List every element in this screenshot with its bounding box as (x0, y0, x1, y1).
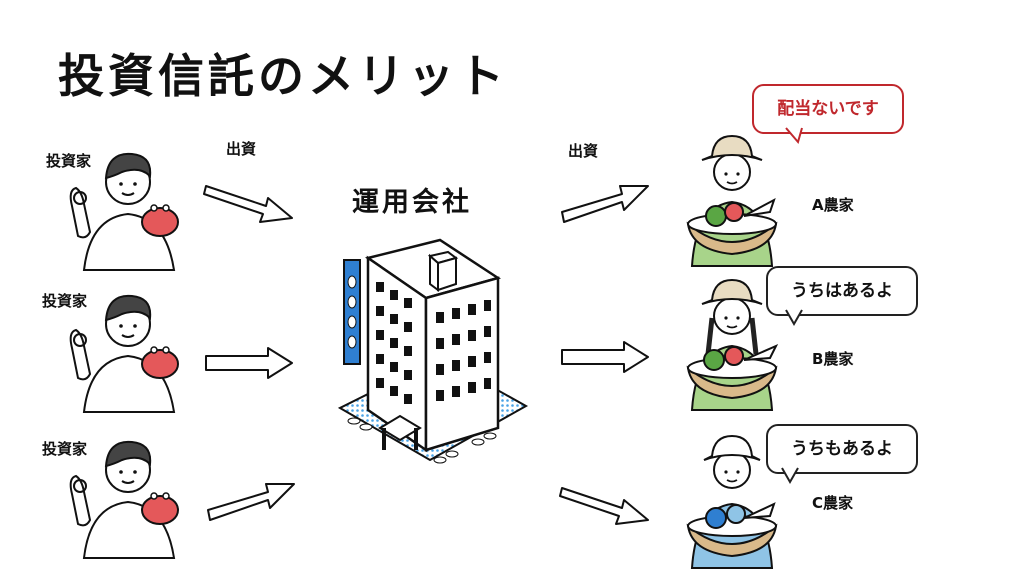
speech-tail-icon (781, 467, 799, 485)
investor-figure-1 (69, 152, 179, 271)
arrow-right-icon (203, 185, 293, 223)
wallet-icon (141, 495, 179, 525)
company-label: 運用会社 (352, 187, 472, 218)
investor-label-3: 投資家 (42, 440, 88, 458)
investor-label-1: 投資家 (46, 152, 92, 170)
farmer-label-a: A農家 (812, 196, 854, 214)
speech-bubble-b: うちはあるよ (766, 266, 918, 316)
farmer-figure-c (686, 434, 778, 569)
farmer-label-b: B農家 (812, 350, 854, 368)
speech-bubble-a: 配当ないです (752, 84, 904, 134)
arrow-right-icon (205, 347, 293, 379)
arrow-right-icon (559, 487, 649, 525)
wallet-icon (141, 349, 179, 379)
speech-tail-icon (785, 309, 803, 327)
wallet-icon (141, 207, 179, 237)
arrow-right-icon (561, 185, 649, 223)
arrow-right-icon (207, 483, 295, 521)
office-building-icon (337, 238, 529, 464)
investor-figure-2 (69, 294, 179, 413)
farmer-figure-a (686, 134, 778, 267)
farmer-figure-b (686, 278, 779, 411)
investor-figure-3 (69, 440, 179, 559)
flow-label-right: 出資 (568, 142, 599, 160)
speech-tail-icon (785, 127, 803, 145)
arrow-right-icon (561, 341, 649, 373)
farmer-label-c: C農家 (812, 494, 854, 512)
investor-label-2: 投資家 (42, 292, 88, 310)
flow-label-left: 出資 (226, 140, 257, 158)
page-title: 投資信託のメリット (58, 49, 508, 103)
speech-bubble-c: うちもあるよ (766, 424, 918, 474)
